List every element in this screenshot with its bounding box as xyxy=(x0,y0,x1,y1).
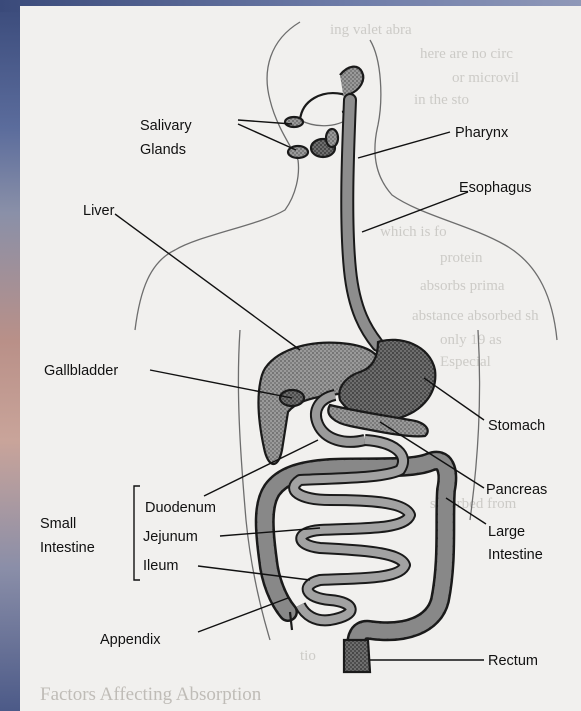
label-pharynx: Pharynx xyxy=(455,125,509,141)
label-esophagus: Esophagus xyxy=(459,180,532,196)
label-stomach: Stomach xyxy=(488,418,545,434)
label-large-intestine-1: Large xyxy=(488,524,525,540)
label-gallbladder: Gallbladder xyxy=(44,363,118,379)
svg-text:only 19 as: only 19 as xyxy=(440,332,502,348)
esophagus xyxy=(347,100,378,345)
svg-text:here are no circ: here are no circ xyxy=(420,46,513,62)
label-jejunum: Jejunum xyxy=(143,529,198,545)
bleed-through-heading: Factors Affecting Absorption xyxy=(40,684,262,705)
svg-text:absorbs prima: absorbs prima xyxy=(420,278,505,294)
label-small-intestine-2: Intestine xyxy=(40,540,95,556)
svg-text:tio: tio xyxy=(300,648,316,664)
label-rectum: Rectum xyxy=(488,653,538,669)
label-duodenum: Duodenum xyxy=(145,500,216,516)
label-liver: Liver xyxy=(83,203,115,219)
label-salivary-glands-2: Glands xyxy=(140,142,186,158)
label-pancreas: Pancreas xyxy=(486,482,547,498)
svg-text:which is fo: which is fo xyxy=(380,224,447,240)
label-ileum: Ileum xyxy=(143,558,178,574)
svg-text:in the sto: in the sto xyxy=(414,92,469,108)
label-appendix: Appendix xyxy=(100,632,161,648)
rectum xyxy=(344,640,370,672)
label-salivary-glands-1: Salivary xyxy=(140,118,192,134)
label-small-intestine-1: Small xyxy=(40,516,76,532)
svg-text:Especial: Especial xyxy=(440,354,491,370)
svg-text:or microvil: or microvil xyxy=(452,70,519,86)
label-large-intestine-2: Intestine xyxy=(488,547,543,563)
svg-text:protein: protein xyxy=(440,250,483,266)
svg-text:abstance absorbed sh: abstance absorbed sh xyxy=(412,308,539,324)
svg-text:ing valet abra: ing valet abra xyxy=(330,22,412,38)
